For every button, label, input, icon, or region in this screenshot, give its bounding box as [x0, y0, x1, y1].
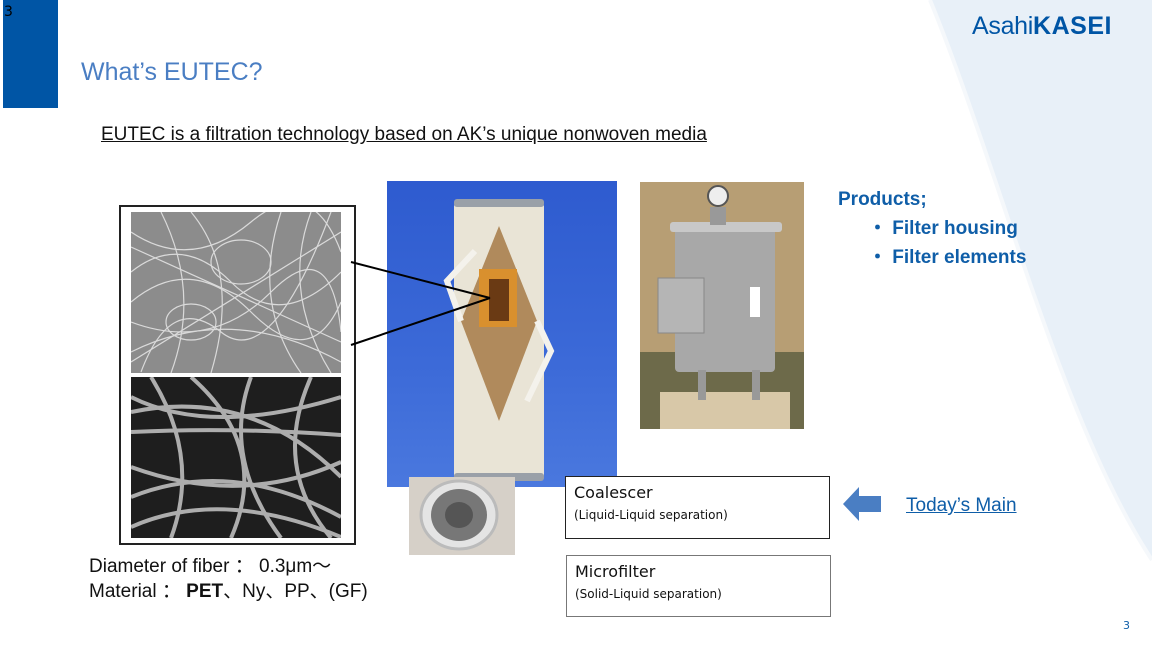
left-arrow-icon: [843, 487, 881, 521]
slide-number-top: 3: [4, 4, 13, 20]
sem-image-coarse-fibers: [131, 377, 341, 538]
microfilter-label: Microfilter: [575, 562, 656, 581]
logo-part-1: Asahi: [972, 12, 1034, 40]
product-item-housing: ・ Filter housing: [868, 218, 1018, 239]
slide-subtitle: EUTEC is a filtration technology based o…: [101, 124, 707, 145]
material-label: Material ：: [89, 581, 187, 602]
microfilter-box: Microfilter (Solid-Liquid separation): [566, 555, 831, 617]
material-primary: PET: [186, 581, 224, 602]
filter-element-photo: [387, 181, 617, 487]
material-others: 、Ny、PP、(GF): [223, 581, 368, 602]
product-item-elements: ・ Filter elements: [868, 247, 1027, 268]
filter-housing-photo: [640, 182, 804, 429]
slide-title: What’s EUTEC?: [81, 58, 263, 86]
todays-main-link[interactable]: Today’s Main: [906, 495, 1017, 516]
coalescer-label: Coalescer: [574, 483, 653, 502]
company-logo: AsahiKASEI: [972, 12, 1112, 41]
microfilter-description: (Solid-Liquid separation): [575, 587, 722, 601]
fiber-diameter: Diameter of fiber ： 0.3μm～: [89, 556, 332, 577]
coalescer-box: Coalescer (Liquid-Liquid separation): [565, 476, 830, 539]
page-number: 3: [1123, 619, 1130, 632]
filter-end-view-photo: [409, 477, 515, 555]
sem-image-frame: [119, 205, 356, 545]
coalescer-description: (Liquid-Liquid separation): [574, 508, 728, 522]
fiber-material: Material ： PET、Ny、PP、(GF): [89, 579, 368, 604]
products-heading: Products;: [838, 189, 927, 210]
products-list: Products; ・ Filter housing ・ Filter elem…: [838, 185, 1026, 272]
header-accent-bar: [3, 0, 58, 108]
logo-part-2: KASEI: [1033, 12, 1112, 40]
sem-image-fine-fibers: [131, 212, 341, 373]
fiber-specs: Diameter of fiber ： 0.3μm～ Material ： PE…: [89, 554, 368, 604]
